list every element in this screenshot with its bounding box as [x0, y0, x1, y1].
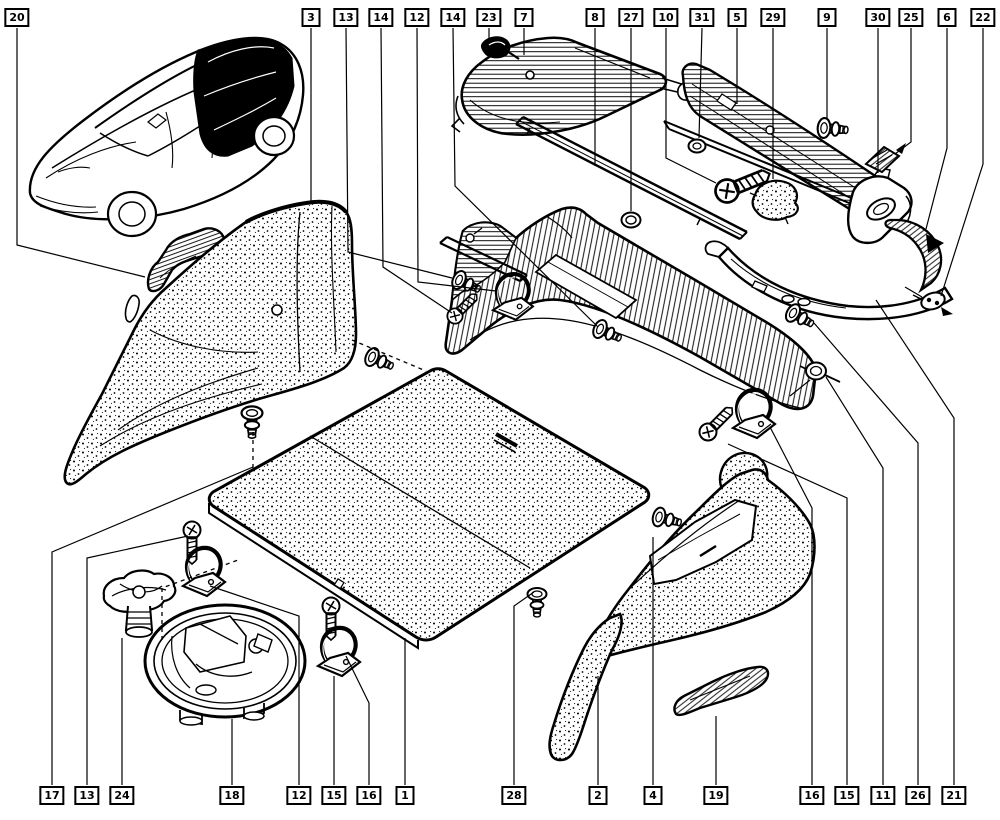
callout-19-bottom-11[interactable]: 19: [703, 786, 729, 805]
dark-clip: [480, 36, 520, 60]
sill-end-trim: [673, 665, 770, 717]
luggage-hook: [318, 628, 360, 676]
parcel-shelf-side-trim: [450, 36, 693, 136]
leader-line-25: [894, 28, 912, 155]
callout-8-top-8[interactable]: 8: [585, 8, 605, 27]
leader-line-12: [209, 585, 300, 785]
callout-30-top-15[interactable]: 30: [865, 8, 891, 27]
push-clip: [815, 116, 850, 142]
callout-5-top-12[interactable]: 5: [727, 8, 747, 27]
leader-line-14: [380, 27, 453, 314]
sill-scuff-strip: [439, 115, 748, 282]
right-side-trim-panel: [548, 451, 816, 762]
lamp-bracket: [846, 167, 913, 245]
leader-line-13: [345, 27, 453, 279]
leader-line-10: [665, 28, 717, 184]
leader-line-16: [345, 655, 370, 785]
callout-29-top-13[interactable]: 29: [760, 8, 786, 27]
wheelarch-trim-piece: [146, 227, 225, 293]
callout-10-top-10[interactable]: 10: [653, 8, 679, 27]
round-clip: [799, 361, 841, 383]
leader-line-6: [925, 28, 948, 230]
callout-17-bottom-0[interactable]: 17: [39, 786, 65, 805]
spare-wheel-retainer-nut: [102, 569, 177, 638]
callout-20-top-0[interactable]: 20: [4, 8, 30, 27]
callout-24-bottom-2[interactable]: 24: [109, 786, 135, 805]
callout-16-bottom-12[interactable]: 16: [799, 786, 825, 805]
bumper-protection-strip: [704, 240, 954, 321]
callout-3-top-1[interactable]: 3: [301, 8, 321, 27]
leader-line-15: [727, 443, 848, 785]
callout-11-bottom-14[interactable]: 11: [870, 786, 896, 805]
leader-line-22: [940, 28, 984, 297]
callout-14-top-3[interactable]: 14: [368, 8, 394, 27]
expansion-clip: [912, 291, 953, 316]
leader-line-16: [769, 426, 813, 785]
push-rivet: [526, 587, 548, 618]
push-rivet: [589, 316, 626, 349]
callout-14-top-5[interactable]: 14: [440, 8, 466, 27]
trim-pad: [749, 179, 799, 225]
left-side-trim-panel: [63, 199, 358, 486]
leader-line-11: [825, 376, 884, 785]
callout-7-top-7[interactable]: 7: [514, 8, 534, 27]
callout-12-bottom-4[interactable]: 12: [286, 786, 312, 805]
push-rivet: [361, 344, 398, 377]
callout-27-top-9[interactable]: 27: [618, 8, 644, 27]
callout-26-bottom-15[interactable]: 26: [905, 786, 931, 805]
car-location-illustration: [28, 36, 305, 238]
callout-18-bottom-3[interactable]: 18: [219, 786, 245, 805]
leader-line-28: [513, 591, 535, 785]
leader-line-26: [813, 322, 919, 785]
callout-15-bottom-13[interactable]: 15: [834, 786, 860, 805]
leader-line-13: [86, 535, 189, 785]
leader-lines: [16, 27, 984, 785]
callout-13-top-2[interactable]: 13: [333, 8, 359, 27]
bumper-end-cap: [884, 218, 944, 294]
callout-16-bottom-6[interactable]: 16: [356, 786, 382, 805]
cone-screw: [864, 143, 906, 174]
retaining-nut: [620, 211, 642, 229]
leader-line-31: [698, 27, 703, 139]
callout-23-top-6[interactable]: 23: [476, 8, 502, 27]
leader-line-17: [51, 466, 254, 785]
callout-4-bottom-10[interactable]: 4: [643, 786, 663, 805]
alignment-dashes: [161, 339, 427, 640]
callout-1-bottom-7[interactable]: 1: [395, 786, 415, 805]
leader-line-20: [16, 28, 146, 278]
callout-6-top-17[interactable]: 6: [937, 8, 957, 27]
grommet: [687, 138, 707, 154]
push-rivet: [240, 405, 264, 440]
callout-13-bottom-1[interactable]: 13: [74, 786, 100, 805]
callout-21-bottom-16[interactable]: 21: [941, 786, 967, 805]
callout-15-bottom-5[interactable]: 15: [321, 786, 347, 805]
spare-wheel-tool-tray: [143, 603, 307, 726]
callout-25-top-16[interactable]: 25: [898, 8, 924, 27]
screw: [694, 400, 740, 446]
screw: [182, 520, 202, 565]
leader-line-12: [416, 27, 497, 292]
luggage-hook: [733, 390, 775, 438]
callout-22-top-18[interactable]: 22: [970, 8, 996, 27]
callout-2-bottom-9[interactable]: 2: [588, 786, 608, 805]
leader-line-14: [452, 27, 599, 328]
luggage-floor-carpet: [207, 367, 651, 650]
callout-12-top-4[interactable]: 12: [404, 8, 430, 27]
leader-line-21: [875, 299, 955, 785]
callout-9-top-14[interactable]: 9: [817, 8, 837, 27]
callout-28-bottom-8[interactable]: 28: [501, 786, 527, 805]
callout-31-top-11[interactable]: 31: [689, 8, 715, 27]
